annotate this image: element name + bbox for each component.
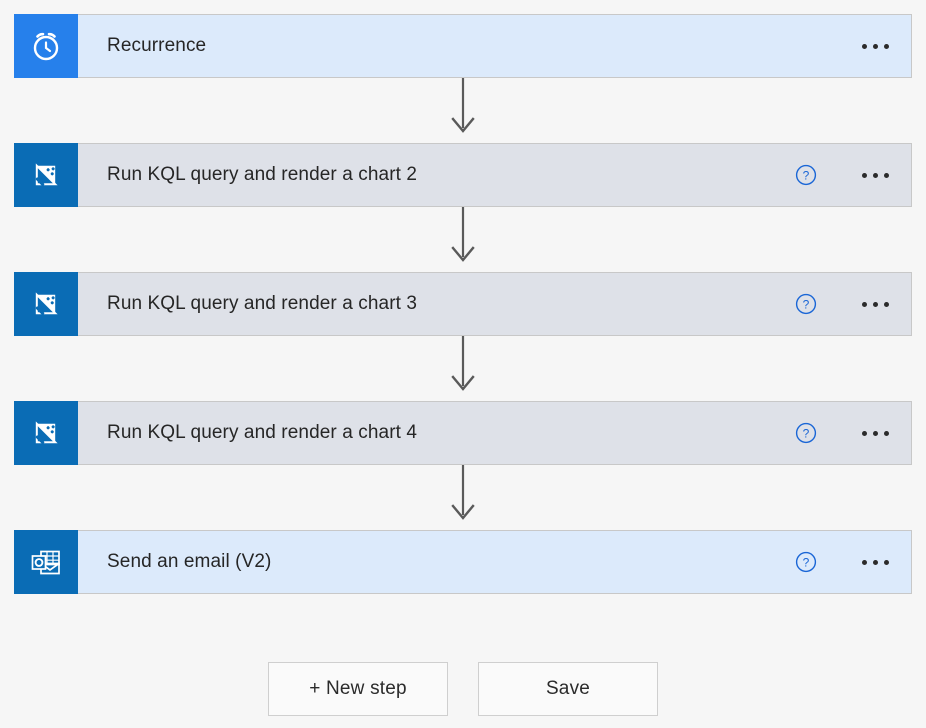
kusto-icon [14,272,78,336]
help-icon[interactable]: ? [789,545,823,579]
help-icon[interactable]: ? [789,158,823,192]
flow-step-actions: ? [789,144,911,206]
svg-text:?: ? [803,426,810,440]
flow-step-title: Recurrence [107,35,207,56]
flow-step-actions [853,15,911,77]
svg-text:?: ? [803,555,810,569]
flow-step-title: Run KQL query and render a chart 4 [107,422,418,443]
flow-step-title: Run KQL query and render a chart 2 [107,164,418,185]
flow-step-actions: ? [789,273,911,335]
help-icon[interactable]: ? [789,287,823,321]
help-icon[interactable]: ? [789,416,823,450]
flow-step-card-kql-4[interactable]: Run KQL query and render a chart 4 ? [14,401,912,465]
more-options-icon[interactable] [853,413,897,453]
flow-step-actions: ? [789,531,911,593]
new-step-button[interactable]: + New step [268,662,448,716]
kusto-icon [14,143,78,207]
flow-step-title: Send an email (V2) [107,551,272,572]
flow-step-card-send-email[interactable]: Send an email (V2) ? [14,530,912,594]
flow-step-card-kql-2[interactable]: Run KQL query and render a chart 2 ? [14,143,912,207]
svg-text:?: ? [803,168,810,182]
kusto-icon [14,401,78,465]
connector-arrow-3 [447,336,479,392]
connector-arrow-4 [447,465,479,521]
connector-arrow-1 [447,78,479,134]
flow-step-actions: ? [789,402,911,464]
alarm-clock-icon [14,14,78,78]
outlook-icon [14,530,78,594]
save-button[interactable]: Save [478,662,658,716]
connector-arrow-2 [447,207,479,263]
more-options-icon[interactable] [853,284,897,324]
more-options-icon[interactable] [853,26,897,66]
more-options-icon[interactable] [853,542,897,582]
flow-step-card-kql-3[interactable]: Run KQL query and render a chart 3 ? [14,272,912,336]
svg-text:?: ? [803,297,810,311]
flow-footer-actions: + New step Save [0,662,926,716]
more-options-icon[interactable] [853,155,897,195]
flow-step-title: Run KQL query and render a chart 3 [107,293,418,314]
flow-step-card-recurrence[interactable]: Recurrence [14,14,912,78]
